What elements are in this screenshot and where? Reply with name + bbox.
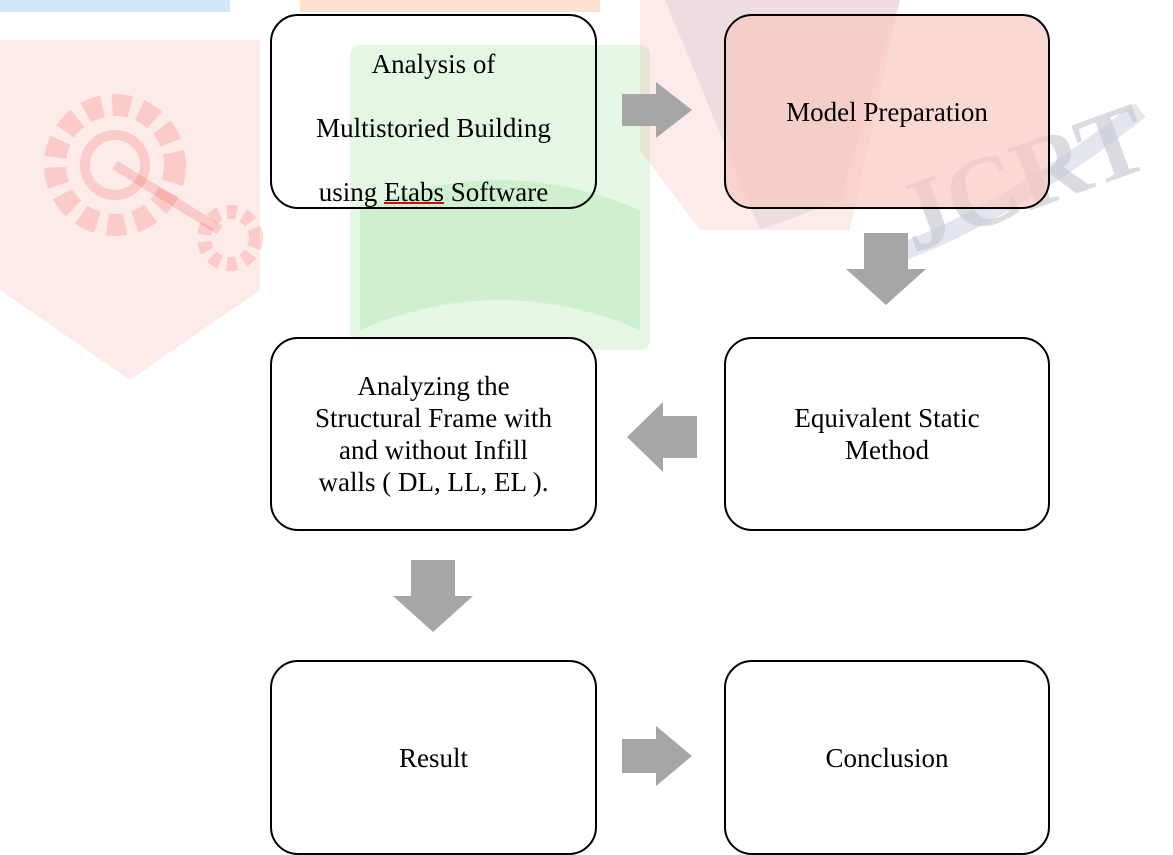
analysis-etabs-word: Etabs (384, 176, 445, 207)
analyzing-frame-box: Analyzing the Structural Frame with and … (270, 337, 597, 531)
analyzing-frame-label: Analyzing the Structural Frame with and … (315, 371, 552, 497)
model-preparation-label: Model Preparation (786, 96, 988, 127)
result-label: Result (398, 742, 468, 773)
analysis-line-3-suffix: Software (444, 176, 549, 207)
analysis-line-3-prefix: using (318, 176, 385, 207)
model-preparation-box: Model Preparation (724, 14, 1050, 209)
conclusion-label: Conclusion (825, 742, 949, 773)
gear-icon (0, 40, 263, 380)
analysis-label: Analysis of Multistoried Building using … (316, 16, 551, 208)
conclusion-box: Conclusion (724, 660, 1050, 855)
equivalent-static-box: Equivalent Static Method (724, 337, 1050, 531)
analysis-line-2: Multistoried Building (316, 112, 551, 143)
equivalent-static-label: Equivalent Static Method (794, 403, 980, 465)
analysis-line-1: Analysis of (371, 48, 496, 79)
arrow-left-equivalent-to-analyzing (627, 402, 697, 472)
arrow-down-analyzing-to-result (393, 560, 473, 632)
arrow-right-result-to-conclusion (622, 726, 692, 786)
analysis-box: Analysis of Multistoried Building using … (270, 14, 597, 209)
result-box: Result (270, 660, 597, 855)
arrow-down-model-to-equivalent (846, 233, 926, 305)
book-icon (350, 45, 650, 350)
arrow-right-analysis-to-model (622, 82, 692, 138)
